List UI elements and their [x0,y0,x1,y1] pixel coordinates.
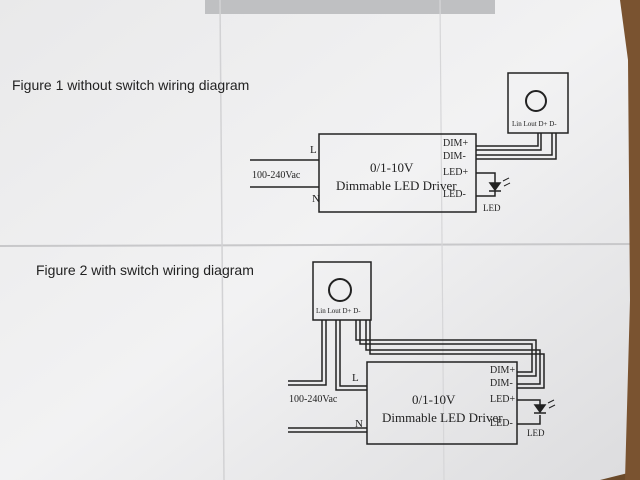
figure2-switch-terminals: Lin Lout D+ D- [316,307,361,315]
figure2-live-label: L [352,372,359,384]
figure1-dim-plus: DIM+ [443,138,469,149]
figure2-driver-line2: Dimmable LED Driver [382,410,503,425]
figure1-caption: Figure 1 without switch wiring diagram [12,77,250,93]
figure1-live-label: L [310,144,317,156]
figure1-led-icon [488,182,502,192]
figure2-led-plus: LED+ [490,394,516,405]
figure1-led-plus: LED+ [443,167,469,178]
figure2-switch-knob-icon [328,278,352,302]
figure1-neutral-label: N [312,193,320,205]
figure2-led-minus: LED- [490,418,513,429]
figure2-led-icon [533,404,547,414]
figure1-diagram [250,72,569,213]
figure1-switch-terminals: Lin Lout D+ D- [512,120,557,128]
figure1-driver-line2: Dimmable LED Driver [336,178,457,193]
figure1-led-label: LED [483,203,501,213]
figure2-neutral-label: N [355,418,363,430]
figure2-driver-line1: 0/1-10V [412,392,456,407]
figure2-caption: Figure 2 with switch wiring diagram [36,262,254,278]
figure2-switch-box [312,261,372,321]
figure2-dim-minus: DIM- [490,378,513,389]
figure2-driver-box [366,361,518,445]
figure1-dim-minus: DIM- [443,151,466,162]
figure1-switch-knob-icon [525,90,547,112]
figure2-led-label: LED [527,428,545,438]
figure1-driver-line1: 0/1-10V [370,160,414,175]
figure2-dim-plus: DIM+ [490,365,516,376]
figure1-input-label: 100-240Vac [252,170,301,181]
figure1-led-minus: LED- [443,189,466,200]
figure2-diagram [288,261,556,445]
figure2-input-label: 100-240Vac [289,394,338,405]
